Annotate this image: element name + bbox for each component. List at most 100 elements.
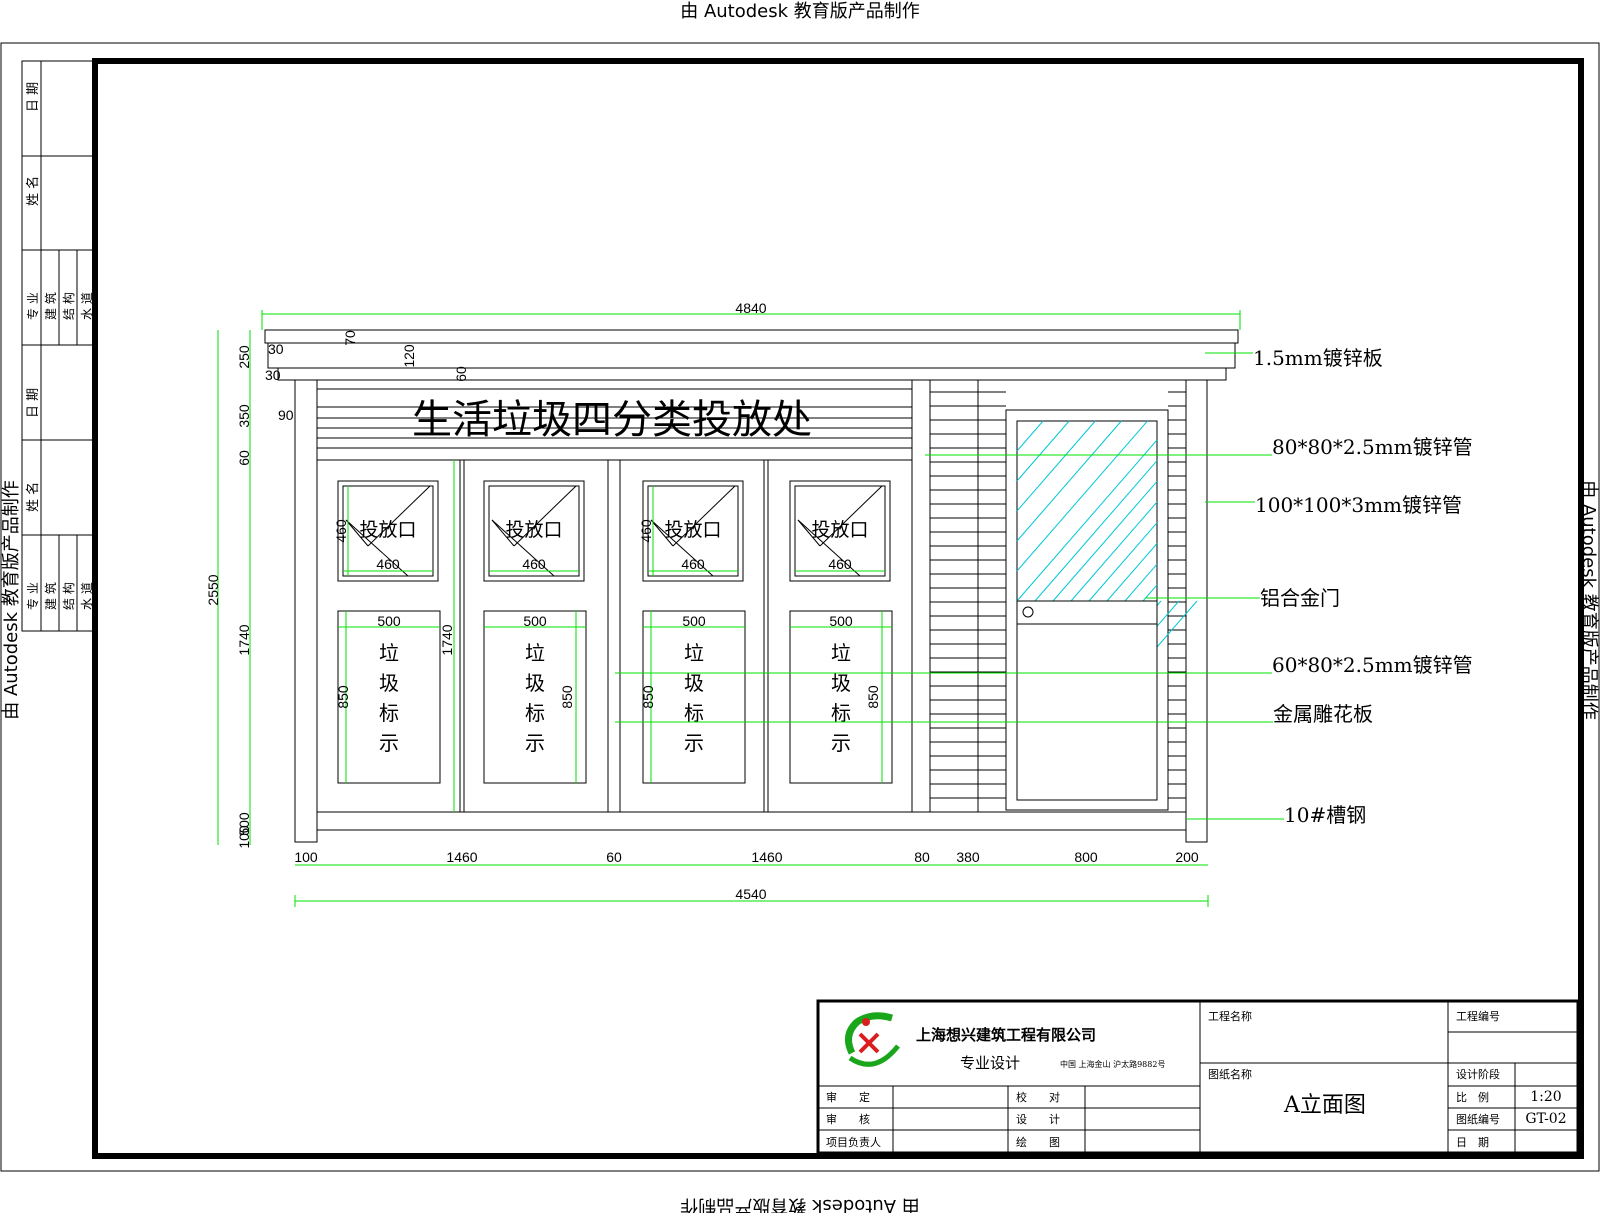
door-glass xyxy=(1016,420,1158,602)
glass-hatch-line xyxy=(1016,420,1096,512)
signoff-name-header: 姓 名 xyxy=(25,176,41,206)
panel-char: 标 xyxy=(379,701,399,725)
aluminum-door xyxy=(1005,409,1198,811)
dimensions: 4840 4540 100 1460 60 1460 80 380 800 20… xyxy=(205,300,1241,907)
signoff-discipline-header: 专 业 xyxy=(25,292,40,320)
sign-panel xyxy=(483,610,587,784)
callout-4: 铝合金门 xyxy=(1260,586,1340,610)
dim-seg-200: 200 xyxy=(1175,849,1199,865)
dim-roof-250: 250 xyxy=(236,345,252,369)
bay-divider-center xyxy=(607,459,621,813)
callout-7: 10#槽钢 xyxy=(1284,803,1366,827)
panel-char: 标 xyxy=(684,701,704,725)
dim-sign-90: 90 xyxy=(278,407,294,423)
right-post xyxy=(1185,379,1208,843)
dim-sign-350: 350 xyxy=(236,404,252,428)
slot-label: 投放口 xyxy=(664,519,721,541)
role-check: 校 对 xyxy=(1016,1090,1060,1104)
dim-total-height: 2550 xyxy=(205,574,221,605)
middle-post xyxy=(911,379,931,813)
signoff-architecture: 建 筑 xyxy=(43,292,58,320)
dim-slot-w: 460 xyxy=(681,556,705,572)
glass-hatch-line xyxy=(1016,420,1044,452)
scale-label: 比 例 xyxy=(1456,1090,1489,1104)
signoff-water-2: 水 道 xyxy=(80,582,94,610)
dim-seg-100: 100 xyxy=(294,849,318,865)
panel-char: 垃 xyxy=(831,641,851,665)
panel-char: 圾 xyxy=(684,671,704,695)
outer-sheet-border xyxy=(0,42,1600,1172)
signoff-discipline-header-2: 专 业 xyxy=(25,582,40,610)
dim-seg-80: 80 xyxy=(914,849,930,865)
dim-panel-w: 500 xyxy=(377,613,401,629)
glass-hatch-line xyxy=(1156,600,1198,648)
glass-hatch-line xyxy=(1016,420,1148,572)
slot-label: 投放口 xyxy=(811,519,868,541)
role-draw: 绘 图 xyxy=(1016,1135,1060,1149)
dim-body-1740-inner: 1740 xyxy=(439,624,455,655)
dim-seg-800: 800 xyxy=(1074,849,1098,865)
base-channel xyxy=(316,811,1187,831)
design-stage-label: 设计阶段 xyxy=(1456,1067,1500,1081)
role-design: 设 计 xyxy=(1016,1113,1060,1126)
dim-roof-70: 70 xyxy=(342,330,358,346)
company-logo xyxy=(844,1012,900,1067)
panel-char: 示 xyxy=(684,731,704,755)
drawing-name: A立面图 xyxy=(1283,1093,1366,1118)
sign-title: 生活垃圾四分类投放处 xyxy=(412,397,812,443)
glass-hatch-line xyxy=(1088,522,1158,602)
scale-value: 1:20 xyxy=(1530,1089,1561,1105)
signoff-name-header-2: 姓 名 xyxy=(25,482,41,512)
callout-2: 80*80*2.5mm镀锌管 xyxy=(1272,435,1473,459)
watermark-top: 由 Autodesk 教育版产品制作 xyxy=(680,1,920,22)
glass-hatch-line xyxy=(1016,420,1122,542)
sign-panel xyxy=(337,610,441,784)
dim-panel-h: 850 xyxy=(640,685,656,709)
role-review: 审 核 xyxy=(826,1112,870,1126)
glass-hatch-line xyxy=(1124,563,1158,602)
dim-slot-w: 460 xyxy=(828,556,852,572)
slot-label: 投放口 xyxy=(505,519,562,541)
callout-1: 1.5mm镀锌板 xyxy=(1253,346,1383,370)
dim-panel-w: 500 xyxy=(682,613,706,629)
design-label: 专业设计 xyxy=(960,1054,1020,1072)
project-name-label: 工程名称 xyxy=(1208,1009,1252,1023)
dim-base-500: 500 xyxy=(236,812,252,836)
drawing-frame xyxy=(92,58,1584,1159)
signoff-date-header-2: 日 期 xyxy=(26,388,41,418)
door-lower-panel xyxy=(1016,623,1158,801)
dim-bottom-width: 4540 xyxy=(735,886,766,902)
dim-slot-w: 460 xyxy=(376,556,400,572)
door-handle-icon xyxy=(1022,606,1034,618)
panel-char: 示 xyxy=(831,731,851,755)
material-callouts: 1.5mm镀锌板 80*80*2.5mm镀锌管 100*100*3mm镀锌管铝合金门… xyxy=(615,346,1473,827)
panel-char: 标 xyxy=(831,701,851,725)
dim-top-width: 4840 xyxy=(735,300,766,316)
dim-panel-h: 850 xyxy=(865,685,881,709)
callout-3: 100*100*3mm镀锌管 xyxy=(1255,493,1462,517)
dim-seg-1460a: 1460 xyxy=(446,849,477,865)
glass-hatch-line xyxy=(1142,584,1158,602)
callout-6: 金属雕花板 xyxy=(1273,702,1373,726)
sign-beam xyxy=(316,447,913,461)
panel-char: 垃 xyxy=(379,641,399,665)
watermark-left: 由 Autodesk 教育版产品制作 xyxy=(1,480,22,720)
role-approve: 审 定 xyxy=(826,1090,870,1104)
dim-roof-60: 60 xyxy=(453,366,469,382)
glass-hatch-line xyxy=(1034,460,1158,602)
dim-roof-120: 120 xyxy=(401,344,417,368)
dim-body-1740: 1740 xyxy=(236,624,252,655)
glass-hatch-line xyxy=(1156,600,1162,606)
slot-frame xyxy=(483,480,585,582)
dim-base-100: 100 xyxy=(236,825,252,849)
dim-panel-h: 850 xyxy=(559,685,575,709)
louver-panel xyxy=(930,380,1186,812)
sheet-no-value: GT-02 xyxy=(1525,1111,1566,1127)
dim-seg-60: 60 xyxy=(606,849,622,865)
dim-roof-30b: 30 xyxy=(265,367,281,383)
